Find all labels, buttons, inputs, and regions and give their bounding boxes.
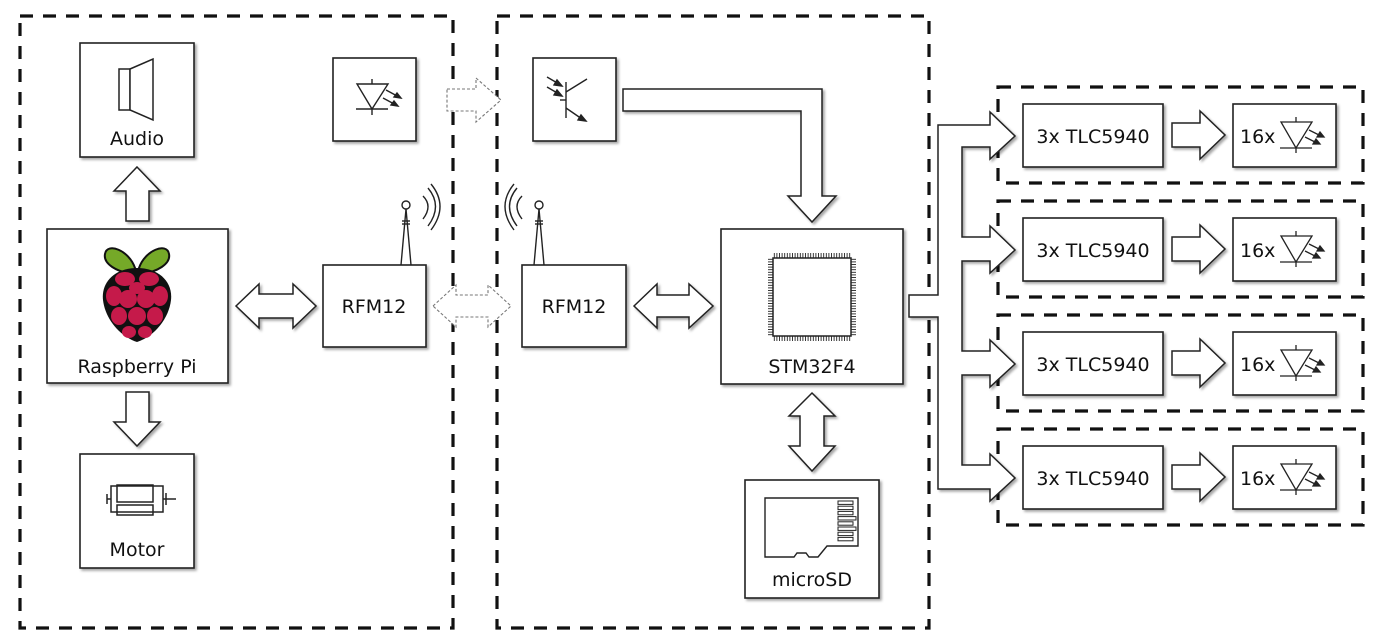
rfm12-host-block: RFM12 — [322, 183, 441, 348]
led-count-label: 16x — [1240, 240, 1275, 262]
rfm12-host-label: RFM12 — [342, 296, 407, 318]
led-icon — [1279, 117, 1326, 153]
tlc5940-label: 3x TLC5940 — [1036, 468, 1149, 490]
tlc5940-block: 3x TLC5940 — [1022, 217, 1164, 282]
led-icon — [1279, 231, 1326, 267]
tlc5940-label: 3x TLC5940 — [1036, 354, 1149, 376]
arrow-optical-link — [446, 76, 502, 124]
group-controller — [495, 14, 931, 630]
led-icon — [1279, 345, 1326, 381]
microsd-block: microSD — [744, 479, 880, 599]
microsd-label: microSD — [772, 569, 852, 591]
arrow-rfm12-stm32 — [632, 282, 715, 330]
tlc5940-block: 3x TLC5940 — [1022, 445, 1164, 510]
arrow-tlc-to-leds — [1171, 223, 1227, 275]
arrow-stm32-microsd — [787, 391, 837, 473]
led-array-block: 16x — [1232, 103, 1337, 168]
tlc5940-block: 3x TLC5940 — [1022, 331, 1164, 396]
led-icon — [355, 79, 403, 115]
arrow-tlc-to-leds — [1171, 451, 1227, 503]
stm32-block: STM32F4 — [720, 228, 904, 385]
arrow-tlc-to-leds — [1171, 109, 1227, 161]
raspberry-pi-label: Raspberry Pi — [77, 356, 196, 378]
ir-led-block — [332, 57, 417, 142]
arrow-rpi-rfm12 — [234, 282, 318, 330]
led-icon — [1279, 459, 1326, 495]
motor-block: Motor — [79, 453, 195, 569]
speaker-icon — [118, 57, 154, 122]
stm32-label: STM32F4 — [768, 356, 855, 378]
arrow-photo-to-stm32 — [622, 88, 838, 224]
led-count-label: 16x — [1240, 126, 1275, 148]
driver-row: 3x TLC5940 16x — [1022, 217, 1337, 282]
audio-label: Audio — [110, 128, 164, 150]
phototransistor-icon — [546, 76, 588, 122]
tlc5940-label: 3x TLC5940 — [1036, 240, 1149, 262]
chip-icon — [768, 253, 856, 341]
phototransistor-block — [532, 57, 617, 142]
rfm12-ctrl-label: RFM12 — [542, 296, 607, 318]
bus-trunk — [908, 110, 1017, 503]
led-array-block: 16x — [1232, 331, 1337, 396]
tlc5940-label: 3x TLC5940 — [1036, 126, 1149, 148]
microsd-icon — [764, 497, 859, 558]
rfm12-ctrl-block: RFM12 — [504, 183, 627, 348]
driver-row: 3x TLC5940 16x — [1022, 331, 1337, 396]
driver-row: 3x TLC5940 16x — [1022, 103, 1337, 168]
arrow-wireless-link — [432, 283, 512, 329]
arrow-tlc-to-leds — [1171, 337, 1227, 389]
led-count-label: 16x — [1240, 354, 1275, 376]
arrow-rpi-to-motor — [112, 391, 162, 448]
raspberry-pi-block: Raspberry Pi — [46, 228, 229, 384]
raspberry-pi-logo — [102, 247, 172, 342]
motor-icon — [106, 484, 176, 516]
led-count-label: 16x — [1240, 468, 1275, 490]
arrow-rpi-to-audio — [112, 165, 162, 222]
motor-label: Motor — [110, 539, 165, 561]
antenna-icon — [400, 183, 441, 266]
driver-row: 3x TLC5940 16x — [1022, 445, 1337, 510]
tlc5940-block: 3x TLC5940 — [1022, 103, 1164, 168]
bus-stm32-to-drivers — [908, 110, 1017, 503]
antenna-icon — [504, 183, 545, 266]
audio-block: Audio — [79, 42, 195, 158]
led-array-block: 16x — [1232, 217, 1337, 282]
led-array-block: 16x — [1232, 445, 1337, 510]
